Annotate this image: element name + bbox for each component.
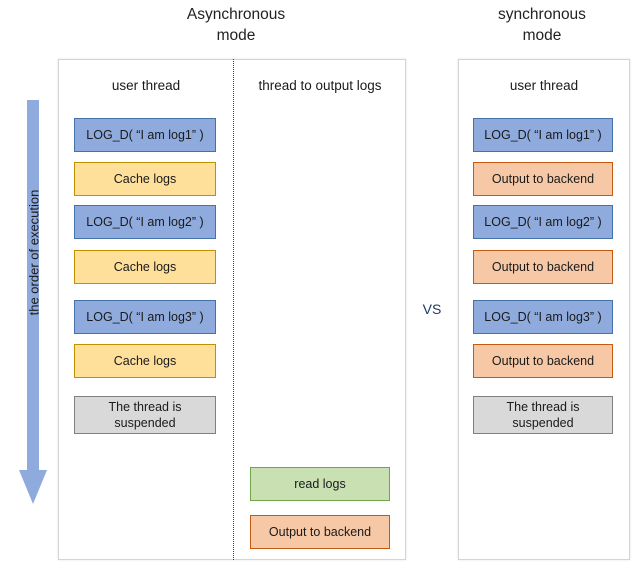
async-block-output-to-backend[interactable]: Output to backend <box>250 515 390 549</box>
sync-block-log3[interactable]: LOG_D( “I am log3” ) <box>473 300 613 334</box>
async-block-cache-logs-2[interactable]: Cache logs <box>74 250 216 284</box>
async-block-read-logs[interactable]: read logs <box>250 467 390 501</box>
sync-block-log1[interactable]: LOG_D( “I am log1” ) <box>473 118 613 152</box>
thread-divider <box>233 59 234 560</box>
sync-block-thread-suspended[interactable]: The thread is suspended <box>473 396 613 434</box>
async-output-thread-header: thread to output logs <box>258 78 382 93</box>
vs-label: VS <box>422 301 442 317</box>
down-arrow-icon <box>19 100 47 504</box>
async-block-log3[interactable]: LOG_D( “I am log3” ) <box>74 300 216 334</box>
sync-block-output-to-backend-1[interactable]: Output to backend <box>473 162 613 196</box>
async-block-cache-logs-1[interactable]: Cache logs <box>74 162 216 196</box>
async-block-log1[interactable]: LOG_D( “I am log1” ) <box>74 118 216 152</box>
sync-block-output-to-backend-2[interactable]: Output to backend <box>473 250 613 284</box>
sync-block-log2[interactable]: LOG_D( “I am log2” ) <box>473 205 613 239</box>
async-block-log2[interactable]: LOG_D( “I am log2” ) <box>74 205 216 239</box>
sync-mode-title: synchronous mode <box>498 6 586 44</box>
sync-user-thread-header: user thread <box>509 78 579 93</box>
order-of-execution-arrow <box>18 100 48 505</box>
order-of-execution-label: the order of execution <box>26 189 42 316</box>
sync-block-output-to-backend-3[interactable]: Output to backend <box>473 344 613 378</box>
async-mode-title: Asynchronous mode <box>186 6 286 44</box>
async-block-cache-logs-3[interactable]: Cache logs <box>74 344 216 378</box>
async-block-thread-suspended[interactable]: The thread is suspended <box>74 396 216 434</box>
async-user-thread-header: user thread <box>111 78 181 93</box>
